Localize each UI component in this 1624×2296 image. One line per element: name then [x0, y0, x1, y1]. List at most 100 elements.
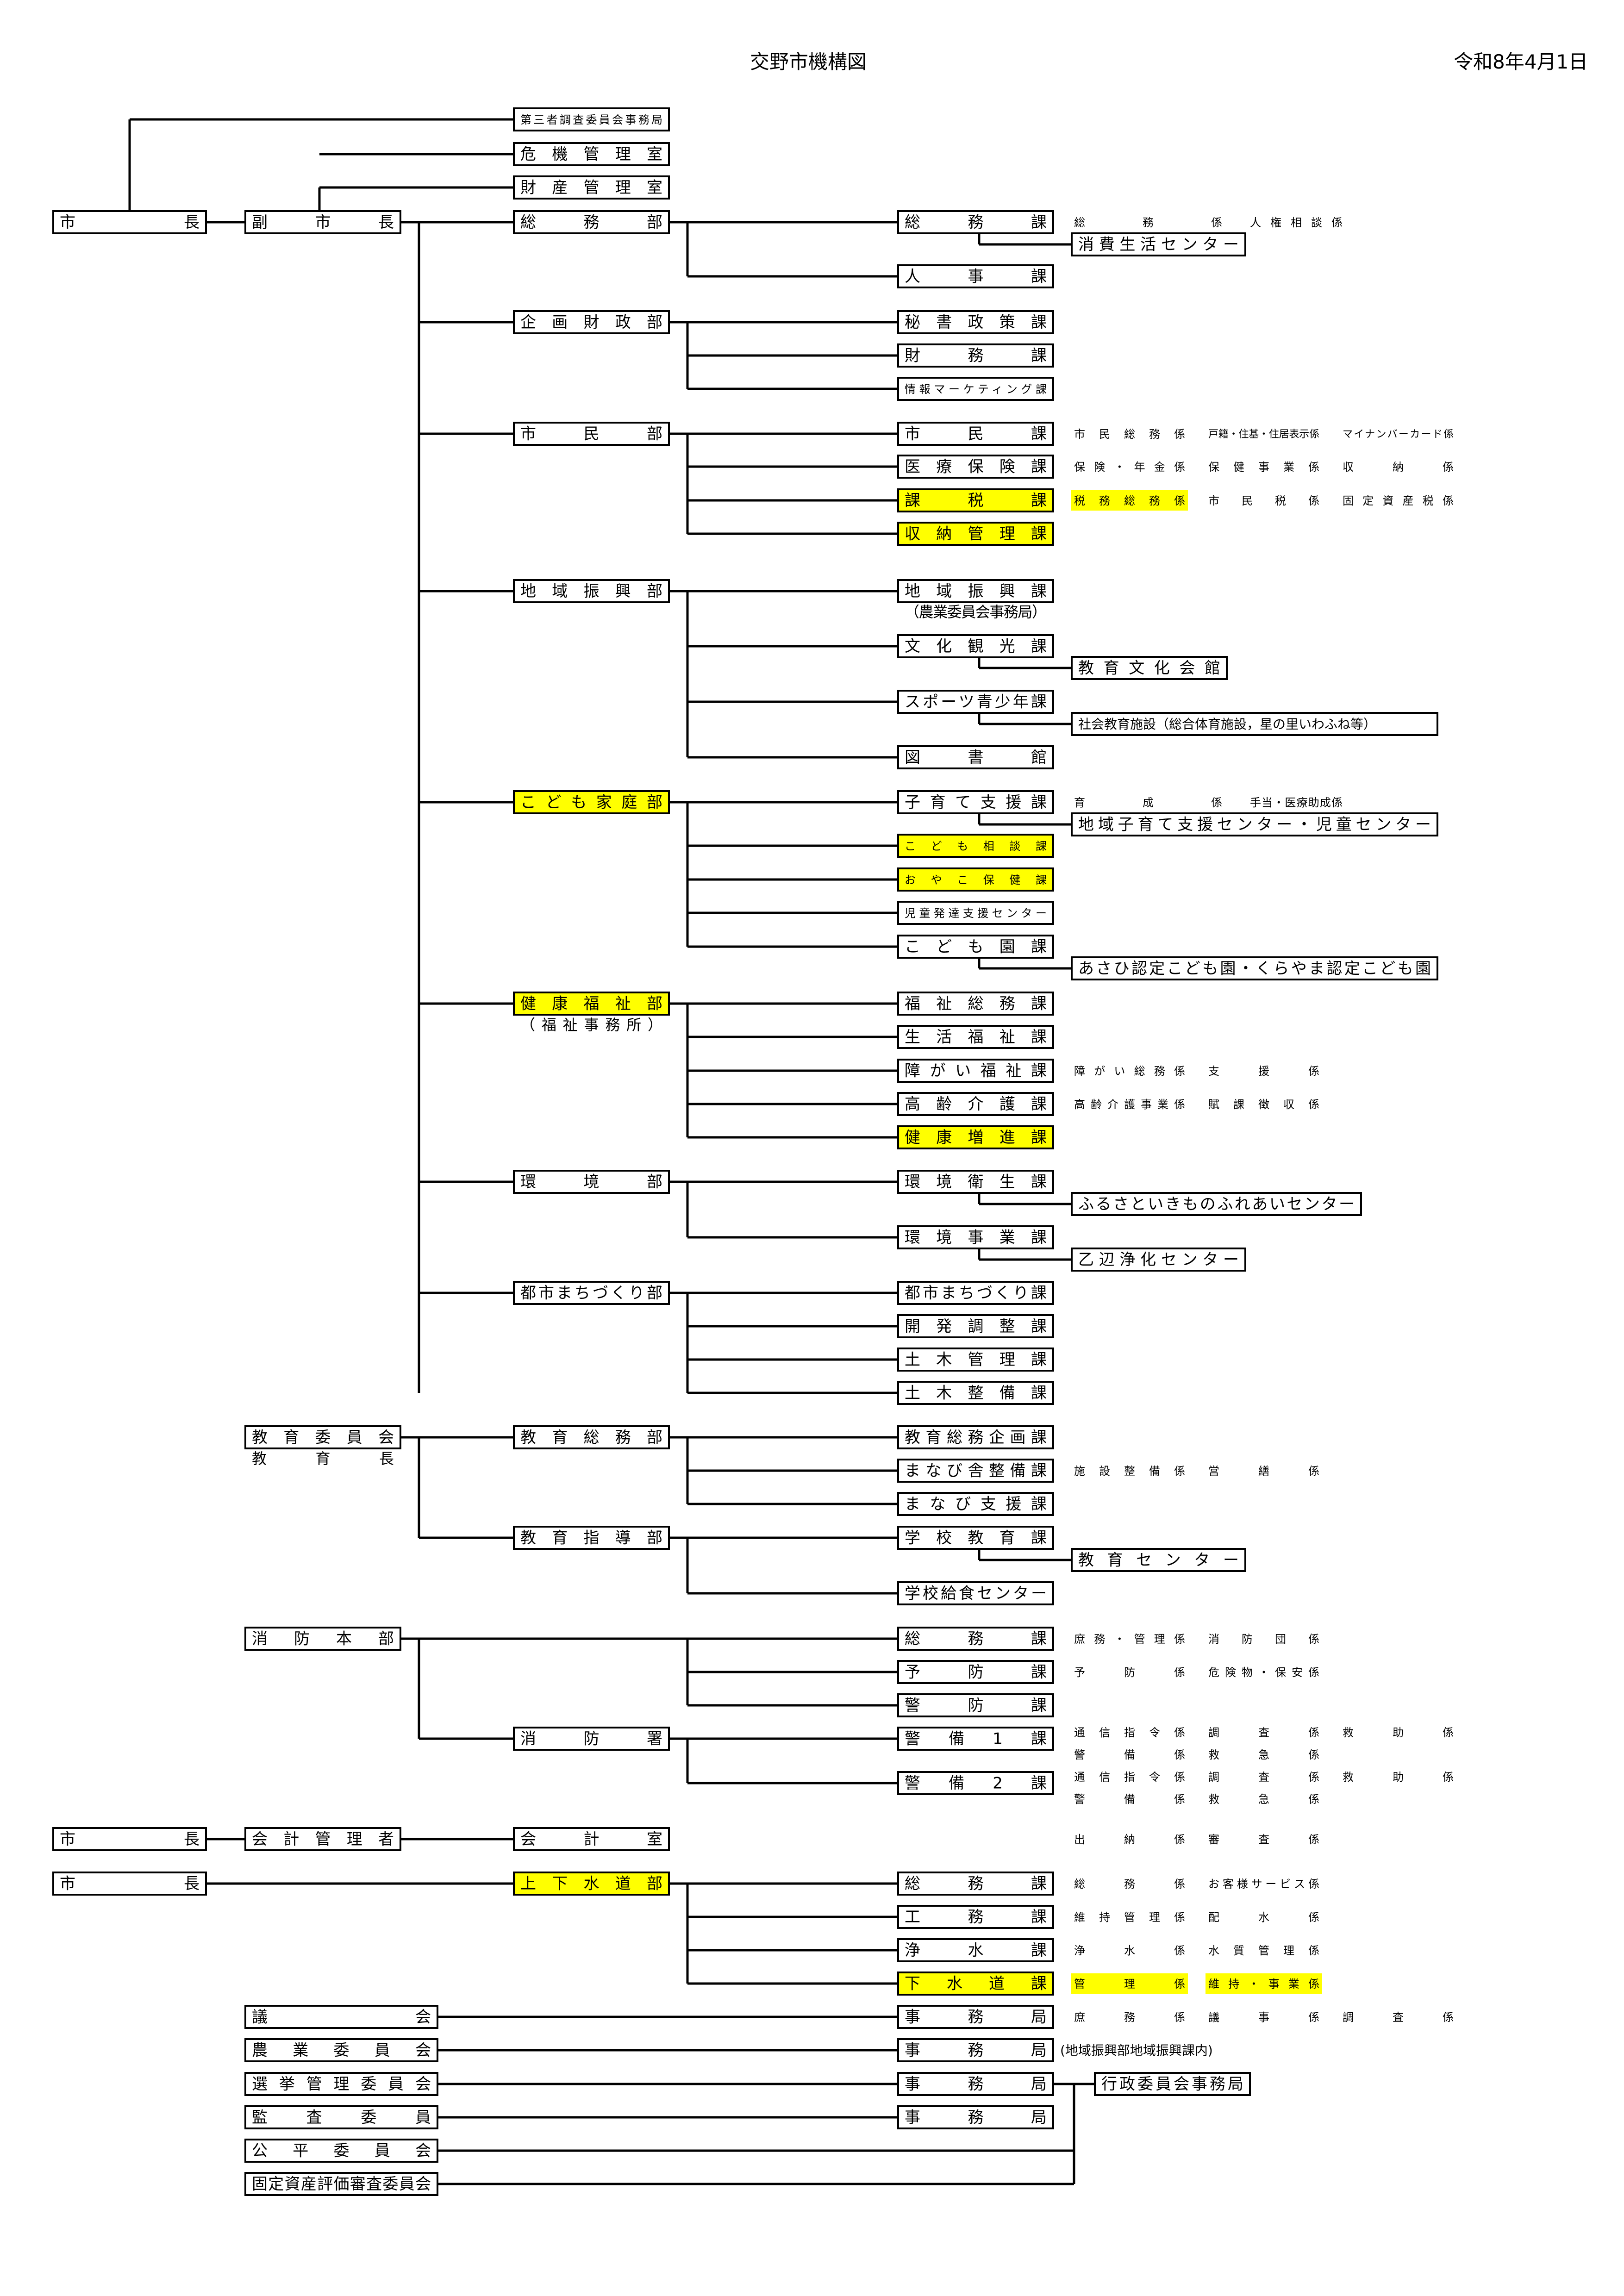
section-label: 救急係 [1208, 1793, 1319, 1806]
section-s-iryo-0: 保険・年金係 [1074, 461, 1185, 474]
section-s-keibi2b-1: 救急係 [1208, 1793, 1319, 1806]
box-somu-bu: 総務部 [513, 210, 670, 234]
box-frame [244, 2105, 438, 2129]
box-frame [897, 455, 1054, 479]
section-label: 救助係 [1343, 1771, 1454, 1784]
section-s-keibi1a-1: 調査係 [1208, 1726, 1319, 1739]
box-frame [1071, 1548, 1246, 1572]
box-frame [244, 2005, 438, 2029]
box-frame [513, 175, 670, 200]
box-shohi: 消費生活センター [1071, 232, 1246, 256]
box-frame [897, 1581, 1054, 1605]
section-s-kaikei-0: 出納係 [1074, 1833, 1185, 1846]
box-frame [897, 2005, 1054, 2029]
box-frame [244, 210, 401, 234]
section-highlight [1071, 490, 1188, 511]
box-frame [244, 2139, 438, 2163]
box-kankyo-jigyo: 環境事業課 [897, 1225, 1054, 1249]
box-frame [1071, 1248, 1246, 1272]
box-fukushi-somu: 福祉総務課 [897, 992, 1054, 1016]
section-label: 通信指令係 [1074, 1726, 1185, 1739]
box-frame [897, 488, 1054, 512]
box-furusato: ふるさといきものふれあいセンター [1071, 1192, 1362, 1216]
section-s-kaikei-1: 審査係 [1208, 1833, 1319, 1846]
section-label: 保険・年金係 [1074, 461, 1185, 474]
box-frame [52, 1827, 207, 1851]
section-s-keibi1b-1: 救急係 [1208, 1748, 1319, 1761]
section-s-shimin-1: 戸籍・住基・住居表示係 [1208, 429, 1319, 440]
section-s-shimin-0: 市民総務係 [1074, 428, 1185, 441]
section-label: 総務係 [1074, 216, 1222, 229]
box-shogai: 障がい福祉課 [897, 1059, 1054, 1083]
box-frame [897, 1059, 1054, 1083]
box-shuno: 収納管理課 [897, 522, 1054, 546]
box-frame [897, 1281, 1054, 1305]
box-kikaku-bu: 企画財政部 [513, 310, 670, 334]
box-frame [1071, 712, 1438, 736]
box-kyoiku-somu-kikaku: 教育総務企画課 [897, 1425, 1054, 1449]
box-kyoiku-center: 教育センター [1071, 1548, 1246, 1572]
section-s-keibi1b-0: 警備係 [1074, 1748, 1185, 1761]
box-kaikei-shitsu: 会計室 [513, 1827, 670, 1851]
box-kodomoen-ka: こども園課 [897, 935, 1054, 959]
box-toshi-ka: 都市まちづくり課 [897, 1281, 1054, 1305]
box-kansa-jimu: 事務局 [897, 2105, 1054, 2129]
box-frame [897, 790, 1054, 814]
box-mayor2: 市長 [52, 1827, 207, 1851]
box-kyoiku-shido-bu: 教育指導部 [513, 1526, 670, 1550]
box-joho: 情報マーケティング課 [897, 377, 1054, 401]
section-s-korei-0: 高齢介護事業係 [1074, 1098, 1185, 1111]
box-manabi-seibi: まなび舎整備課 [897, 1459, 1054, 1483]
box-frame [513, 210, 670, 234]
box-frame [513, 107, 670, 131]
box-frame [244, 1827, 401, 1851]
box-frame [52, 1872, 207, 1896]
box-nogyo: 農業委員会 [244, 2038, 438, 2062]
box-frame [244, 2038, 438, 2062]
section-s-keibi2a-2: 救助係 [1343, 1771, 1454, 1784]
box-keibi1: 警備1課 [897, 1727, 1054, 1751]
box-seikatsu: 生活福祉課 [897, 1025, 1054, 1049]
box-kankyo-eisei: 環境衛生課 [897, 1170, 1054, 1194]
box-kazei: 課税課 [897, 488, 1054, 512]
box-mayor1: 市長 [52, 210, 207, 234]
box-frame [1071, 956, 1438, 980]
box-frame [897, 2072, 1054, 2096]
section-label: 消防団係 [1208, 1633, 1319, 1646]
box-kosodate: 子育て支援課 [897, 790, 1054, 814]
box-koreisha: 高齢介護課 [897, 1092, 1054, 1116]
section-label: 救助係 [1343, 1726, 1454, 1739]
box-frame [897, 901, 1054, 925]
section-s-gikai-1: 議事係 [1208, 2011, 1319, 2024]
section-label: 保健事業係 [1208, 461, 1319, 474]
box-frame [897, 1627, 1054, 1651]
box-frame [897, 1872, 1054, 1896]
section-s-kosodate-1: 手当・医療助成係 [1250, 796, 1343, 809]
box-senkyo: 選挙管理委員会 [244, 2072, 438, 2096]
node-boxes: 第三者調査委員会事務局危機管理室財産管理室市長副市長総務部総務課消費生活センター… [52, 107, 1438, 2196]
box-frame [897, 1092, 1054, 1116]
box-gesuido: 下水道課 [897, 1972, 1054, 1996]
section-label: 浄水係 [1074, 1944, 1185, 1957]
box-frame [897, 1972, 1054, 1996]
section-s-shimin-2: マイナンバーカード係 [1343, 429, 1454, 440]
section-s-suido-somu-0: 総務係 [1074, 1878, 1185, 1890]
box-label-kotei: 固定資産評価審査委員会 [252, 2175, 431, 2194]
section-label: 営繕係 [1208, 1465, 1319, 1478]
box-gikai: 議会 [244, 2005, 438, 2029]
section-label: 市民税係 [1208, 494, 1319, 507]
section-label: 予防係 [1074, 1666, 1185, 1679]
section-label: 審査係 [1208, 1833, 1319, 1846]
box-frame [897, 343, 1054, 368]
box-suido-somu: 総務課 [897, 1872, 1054, 1896]
section-s-keibi1a-2: 救助係 [1343, 1726, 1454, 1739]
box-frame [897, 1727, 1054, 1751]
box-frame [897, 1381, 1054, 1405]
box-frame [513, 1425, 670, 1449]
section-label: 総務係 [1074, 1878, 1185, 1890]
box-frame [513, 1526, 670, 1550]
box-zaimu: 財務課 [897, 343, 1054, 368]
section-s-somu-1: 人権相談係 [1250, 216, 1343, 229]
section-label: お客様サービス係 [1208, 1878, 1319, 1890]
